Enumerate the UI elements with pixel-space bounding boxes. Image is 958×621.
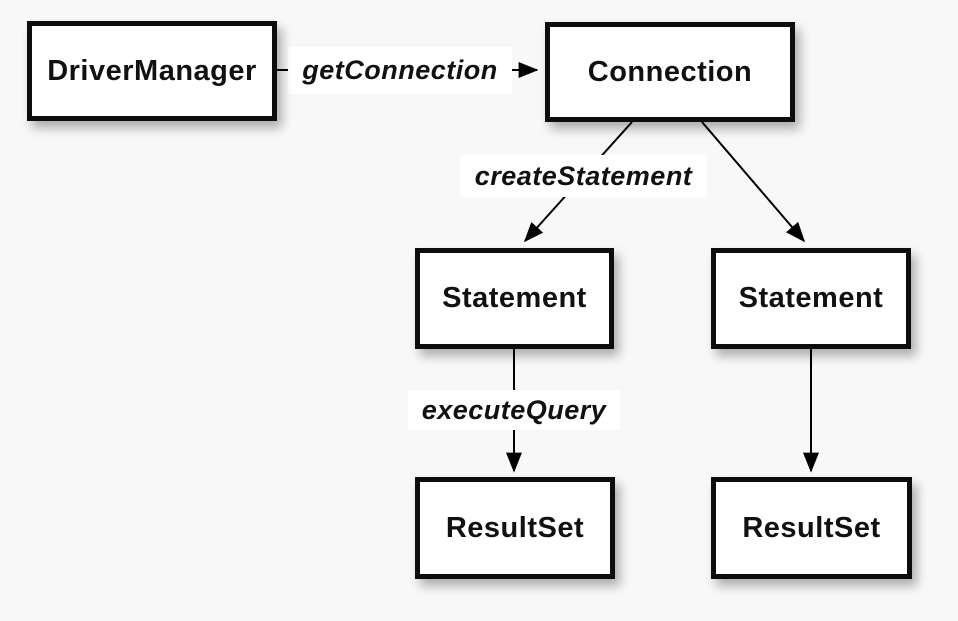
edge-label-createstatement: createStatement — [460, 155, 707, 197]
node-drivermanager: DriverManager — [27, 21, 277, 121]
edge-connection-to-statement-right-arrow — [701, 121, 806, 243]
node-statement-left: Statement — [415, 248, 614, 349]
node-resultset-right: ResultSet — [711, 477, 912, 579]
edge-label-executequery: executeQuery — [408, 390, 620, 430]
node-connection: Connection — [545, 22, 795, 122]
node-resultset-left: ResultSet — [415, 477, 615, 579]
edge-label-getconnection: getConnection — [288, 47, 512, 94]
node-statement-right: Statement — [711, 248, 911, 349]
